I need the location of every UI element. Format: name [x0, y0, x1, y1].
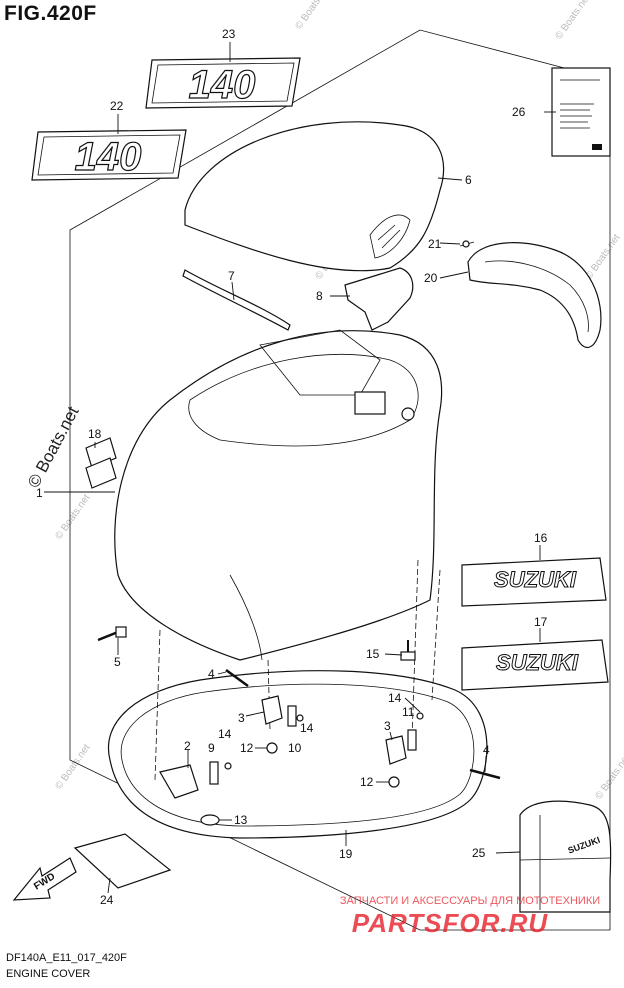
footer-code: DF140A_E11_017_420F [6, 952, 127, 964]
callout-5: 5 [114, 655, 121, 669]
handle-rib [484, 260, 589, 333]
callout-13: 13 [234, 813, 248, 827]
suzuki-decal-text: SUZUKI [494, 567, 577, 592]
part-9 [209, 761, 219, 785]
rod-4-left [225, 668, 249, 688]
callout-17: 17 [534, 615, 548, 629]
callout-4: 4 [208, 667, 215, 681]
clip-10 [287, 705, 297, 727]
footer-caption: ENGINE COVER [6, 968, 91, 980]
lock-2 [159, 764, 199, 799]
callout-8: 8 [316, 289, 323, 303]
callout-24: 24 [100, 893, 114, 907]
suzuki-decal-text: SUZUKI [496, 650, 579, 675]
callout-7: 7 [228, 269, 235, 283]
bolt-15 [400, 640, 416, 661]
watermark-repeat: © Boats.net [293, 0, 332, 32]
callout-19: 19 [339, 847, 353, 861]
screw-14 [224, 762, 232, 770]
callout-3: 3 [238, 711, 245, 725]
bottom-seal [107, 670, 488, 839]
callout-1: 1 [36, 486, 43, 500]
callout-14: 14 [218, 727, 232, 741]
pin-5 [97, 626, 127, 642]
callout-10: 10 [288, 741, 302, 755]
screw-14 [296, 714, 304, 722]
vendor-tagline: ЗАПЧАСТИ И АКСЕССУАРЫ ДЛЯ МОТОТЕХНИКИ [340, 895, 600, 907]
callout-25: 25 [472, 846, 486, 860]
callout-6: 6 [465, 173, 472, 187]
storage-cover: SUZUKI [519, 800, 612, 913]
engine-cover [114, 329, 443, 661]
assembly-frame [69, 29, 611, 931]
rod-4-right [469, 768, 501, 780]
callout-16: 16 [534, 531, 548, 545]
clip-11 [407, 729, 417, 751]
bolt-12-right [388, 776, 400, 788]
leader-lines [44, 42, 556, 894]
decal-140-lower: 140 [31, 129, 187, 181]
callout-15: 15 [366, 647, 380, 661]
decal-140-text: 140 [189, 63, 256, 107]
suzuki-decal-upper: SUZUKI [461, 557, 607, 607]
sheet-24 [73, 833, 172, 889]
bracket [344, 267, 414, 331]
bolt-12-left [266, 742, 278, 754]
callout-2: 2 [184, 739, 191, 753]
watermark-repeat: © Boats.net [553, 0, 592, 42]
suzuki-emblem [85, 437, 117, 489]
suzuki-decal-lower: SUZUKI [461, 639, 609, 691]
watermark-repeat: © Boats.net [53, 492, 92, 541]
fwd-arrow: FWD [12, 857, 77, 901]
handle [467, 242, 602, 348]
decal-140-upper: 140 [145, 57, 301, 109]
callout-26: 26 [512, 105, 526, 119]
seal-strip [182, 269, 291, 331]
callout-4: 4 [483, 743, 490, 757]
screw-14 [416, 712, 424, 720]
watermark-repeat: © Boats.net [53, 742, 92, 791]
callout-21: 21 [428, 237, 442, 251]
grommet-13 [200, 814, 220, 826]
callout-numbers: 1 2 3 3 4 4 5 6 7 8 9 10 11 12 12 13 14 … [36, 27, 548, 907]
decal-140-text: 140 [75, 135, 142, 179]
callout-9: 9 [208, 741, 215, 755]
vendor-watermark: ЗАПЧАСТИ И АКСЕССУАРЫ ДЛЯ МОТОТЕХНИКИ PA… [340, 895, 600, 938]
owner-manual [551, 67, 611, 157]
callout-11: 11 [402, 705, 415, 719]
watermark-repeat: © Boats.net [593, 752, 624, 801]
callout-23: 23 [222, 27, 236, 41]
callout-22: 22 [110, 99, 124, 113]
callout-14: 14 [300, 721, 314, 735]
figure-title: FIG.420F [4, 2, 97, 25]
watermark-repeat: © Boats.net [583, 232, 622, 281]
callout-18: 18 [88, 427, 102, 441]
vendor-logo: PARTSFOR.RU [352, 908, 549, 938]
top-cover [184, 121, 445, 272]
callout-12: 12 [240, 741, 254, 755]
callout-3: 3 [384, 719, 391, 733]
latch-3-left [261, 695, 283, 725]
callout-20: 20 [424, 271, 438, 285]
callout-12: 12 [360, 775, 374, 789]
callout-14: 14 [388, 691, 402, 705]
screw-21 [459, 240, 475, 248]
latch-3-right [385, 735, 407, 765]
